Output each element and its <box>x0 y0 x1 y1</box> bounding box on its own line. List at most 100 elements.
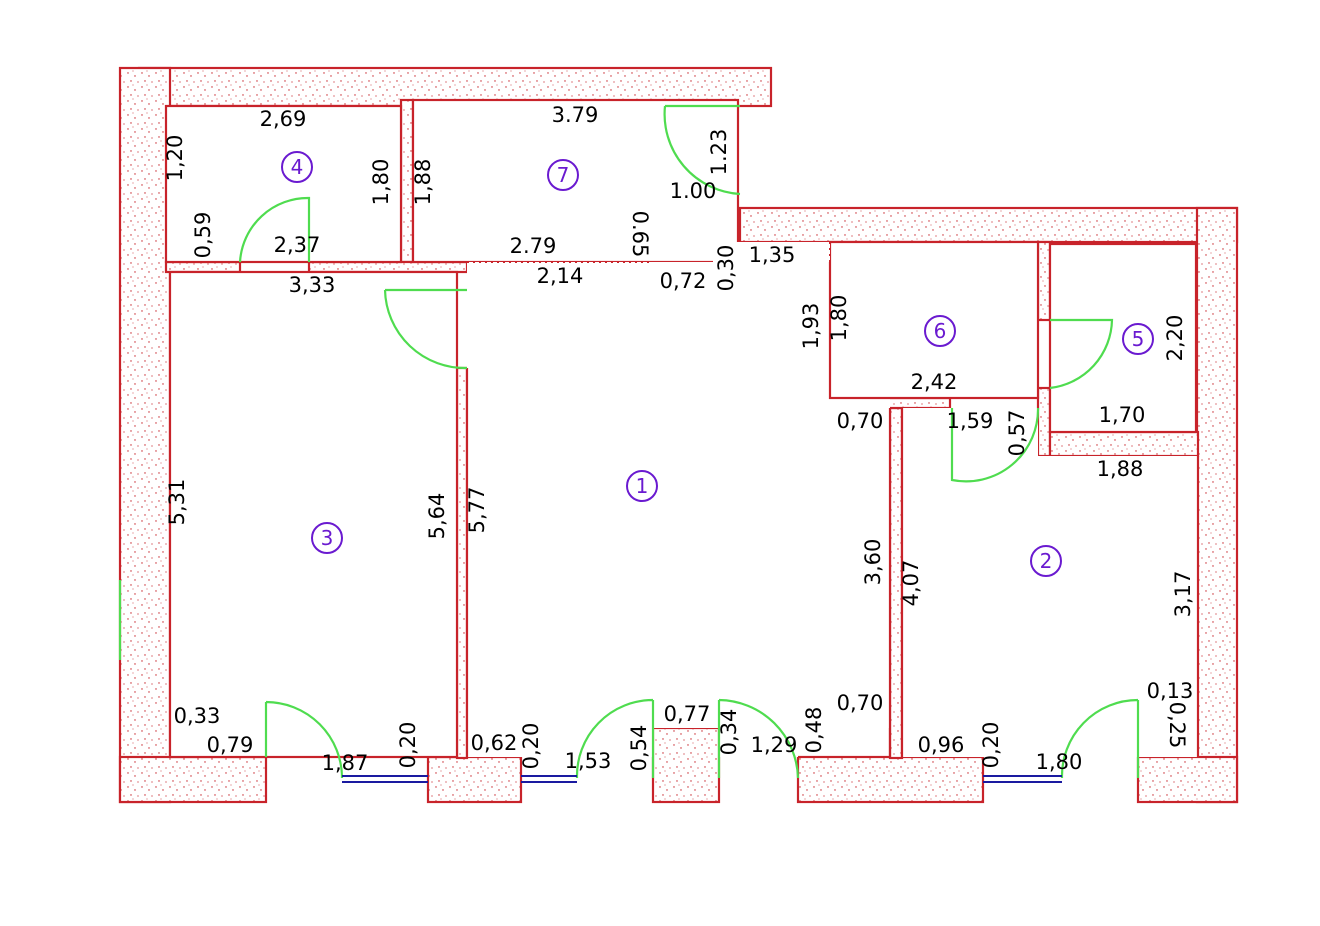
wall-bottom-4 <box>796 755 985 804</box>
dimension-label: 2,69 <box>260 107 307 131</box>
dimension-label: 0,13 <box>1147 679 1194 703</box>
room-6-label: 6 <box>934 319 947 343</box>
dimension-label: 0,20 <box>519 723 543 770</box>
wall-room1-left <box>455 366 469 760</box>
dimension-label: 4,07 <box>899 560 923 607</box>
dimension-label: 0,59 <box>191 212 215 259</box>
dimension-label: 5,64 <box>425 493 449 540</box>
door-room6 <box>950 407 1040 483</box>
room-1-label: 1 <box>636 474 649 498</box>
dimension-label: 0,72 <box>660 269 707 293</box>
room-3-circle <box>311 522 343 554</box>
dimension-label: 1.23 <box>707 129 731 176</box>
wall-bottom-2 <box>426 755 523 804</box>
wall-top-right <box>738 206 1239 244</box>
room-interiors <box>164 98 1200 759</box>
dimension-label: 0,70 <box>837 691 884 715</box>
door-room4 <box>238 196 311 263</box>
dimension-label: 0,54 <box>627 725 651 772</box>
room-7-label: 7 <box>557 163 570 187</box>
room-4-label: 4 <box>291 155 304 179</box>
room-7-circle <box>547 159 579 191</box>
exterior-walls <box>118 66 1239 804</box>
dimension-label: 0,96 <box>918 733 965 757</box>
room-3-label: 3 <box>321 526 334 550</box>
wall-right <box>1195 206 1239 804</box>
room-6-circle <box>924 315 956 347</box>
dimension-label: 1,70 <box>1099 403 1146 427</box>
dimension-label: 0,25 <box>1165 702 1189 749</box>
dimension-label: 0,20 <box>396 722 420 769</box>
door-balcony-2 <box>1060 698 1140 779</box>
room-1-circle <box>626 470 658 502</box>
room-7-floor <box>411 98 740 264</box>
wall-room5-left-low <box>1036 386 1052 458</box>
dimension-label: 2,20 <box>1163 315 1187 362</box>
dimension-label: 0,70 <box>837 409 884 433</box>
wall-left <box>118 66 172 804</box>
room-4-circle <box>281 151 313 183</box>
wall-room4-bottom-left <box>164 260 242 274</box>
wall-room5-left <box>1036 240 1052 322</box>
door-room7-entry <box>663 104 741 196</box>
room-6-entry <box>713 242 830 262</box>
dimension-label: 1,20 <box>163 135 187 182</box>
dimension-label: 3,17 <box>1171 571 1195 618</box>
dimension-label: 1,80 <box>369 159 393 206</box>
dimension-label: 1,93 <box>799 303 823 350</box>
dimension-label: 5,31 <box>165 479 189 526</box>
dimension-label: 3.79 <box>552 103 599 127</box>
door-room3 <box>383 288 468 370</box>
room-2-label: 2 <box>1040 549 1053 573</box>
dimension-label: 1,88 <box>1097 457 1144 481</box>
room-1-floor-low <box>467 728 653 757</box>
dimension-label: 2.79 <box>510 234 557 258</box>
dimension-label: 3,33 <box>289 273 336 297</box>
doors <box>118 104 1140 779</box>
room-2-floor-top <box>902 408 1038 456</box>
wall-room4-bottom <box>307 260 469 274</box>
room-1-floor-low2 <box>719 728 798 757</box>
dimension-label: 5,77 <box>465 487 489 534</box>
dimension-labels: 2,69 3.79 1,20 1,80 1,88 1.23 1.00 0,59 2,37 3,33… <box>163 103 1195 775</box>
dimension-label: 0,20 <box>979 722 1003 769</box>
dimension-label: 0,57 <box>1005 410 1029 457</box>
dimension-label: 1,80 <box>1036 750 1083 774</box>
room-2-circle <box>1030 545 1062 577</box>
dimension-label: 1,53 <box>565 749 612 773</box>
room-3-floor <box>168 270 459 759</box>
dimension-label: 2,37 <box>274 233 321 257</box>
windows <box>342 775 1062 783</box>
wall-bottom-1 <box>118 755 268 804</box>
dimension-label: 1,59 <box>947 409 994 433</box>
room-5-circle <box>1122 323 1154 355</box>
wall-bottom-3 <box>651 726 721 804</box>
wall-room2-top <box>1048 430 1200 458</box>
door-balcony-1b <box>717 698 800 779</box>
dimension-label: 1,88 <box>411 159 435 206</box>
dimension-label: 0,48 <box>802 707 826 754</box>
dimension-label: 1,29 <box>751 733 798 757</box>
room-1-floor <box>467 262 890 728</box>
dimension-label: 0,34 <box>717 709 741 756</box>
room-6-floor <box>828 240 1040 400</box>
door-balcony-3 <box>264 700 344 779</box>
dimension-label: 1,87 <box>322 751 369 775</box>
door-room5 <box>1049 318 1114 390</box>
dimension-label: 0,79 <box>207 733 254 757</box>
dimension-label: 0,30 <box>714 245 738 292</box>
dimension-label: 2,42 <box>911 370 958 394</box>
door-balcony-1a <box>575 698 655 779</box>
dimension-label: 1.00 <box>670 179 717 203</box>
dimension-label: 0.65 <box>628 211 652 258</box>
wall-bottom-5 <box>1136 755 1239 804</box>
room-2-floor <box>902 456 1198 757</box>
dimension-label: 3,60 <box>861 539 885 586</box>
dimension-label: 1,80 <box>827 295 851 342</box>
room-4-floor <box>164 104 403 264</box>
dimension-label: 1,35 <box>749 243 796 267</box>
dimension-label: 0,77 <box>664 702 711 726</box>
dimension-label: 2,14 <box>537 264 584 288</box>
